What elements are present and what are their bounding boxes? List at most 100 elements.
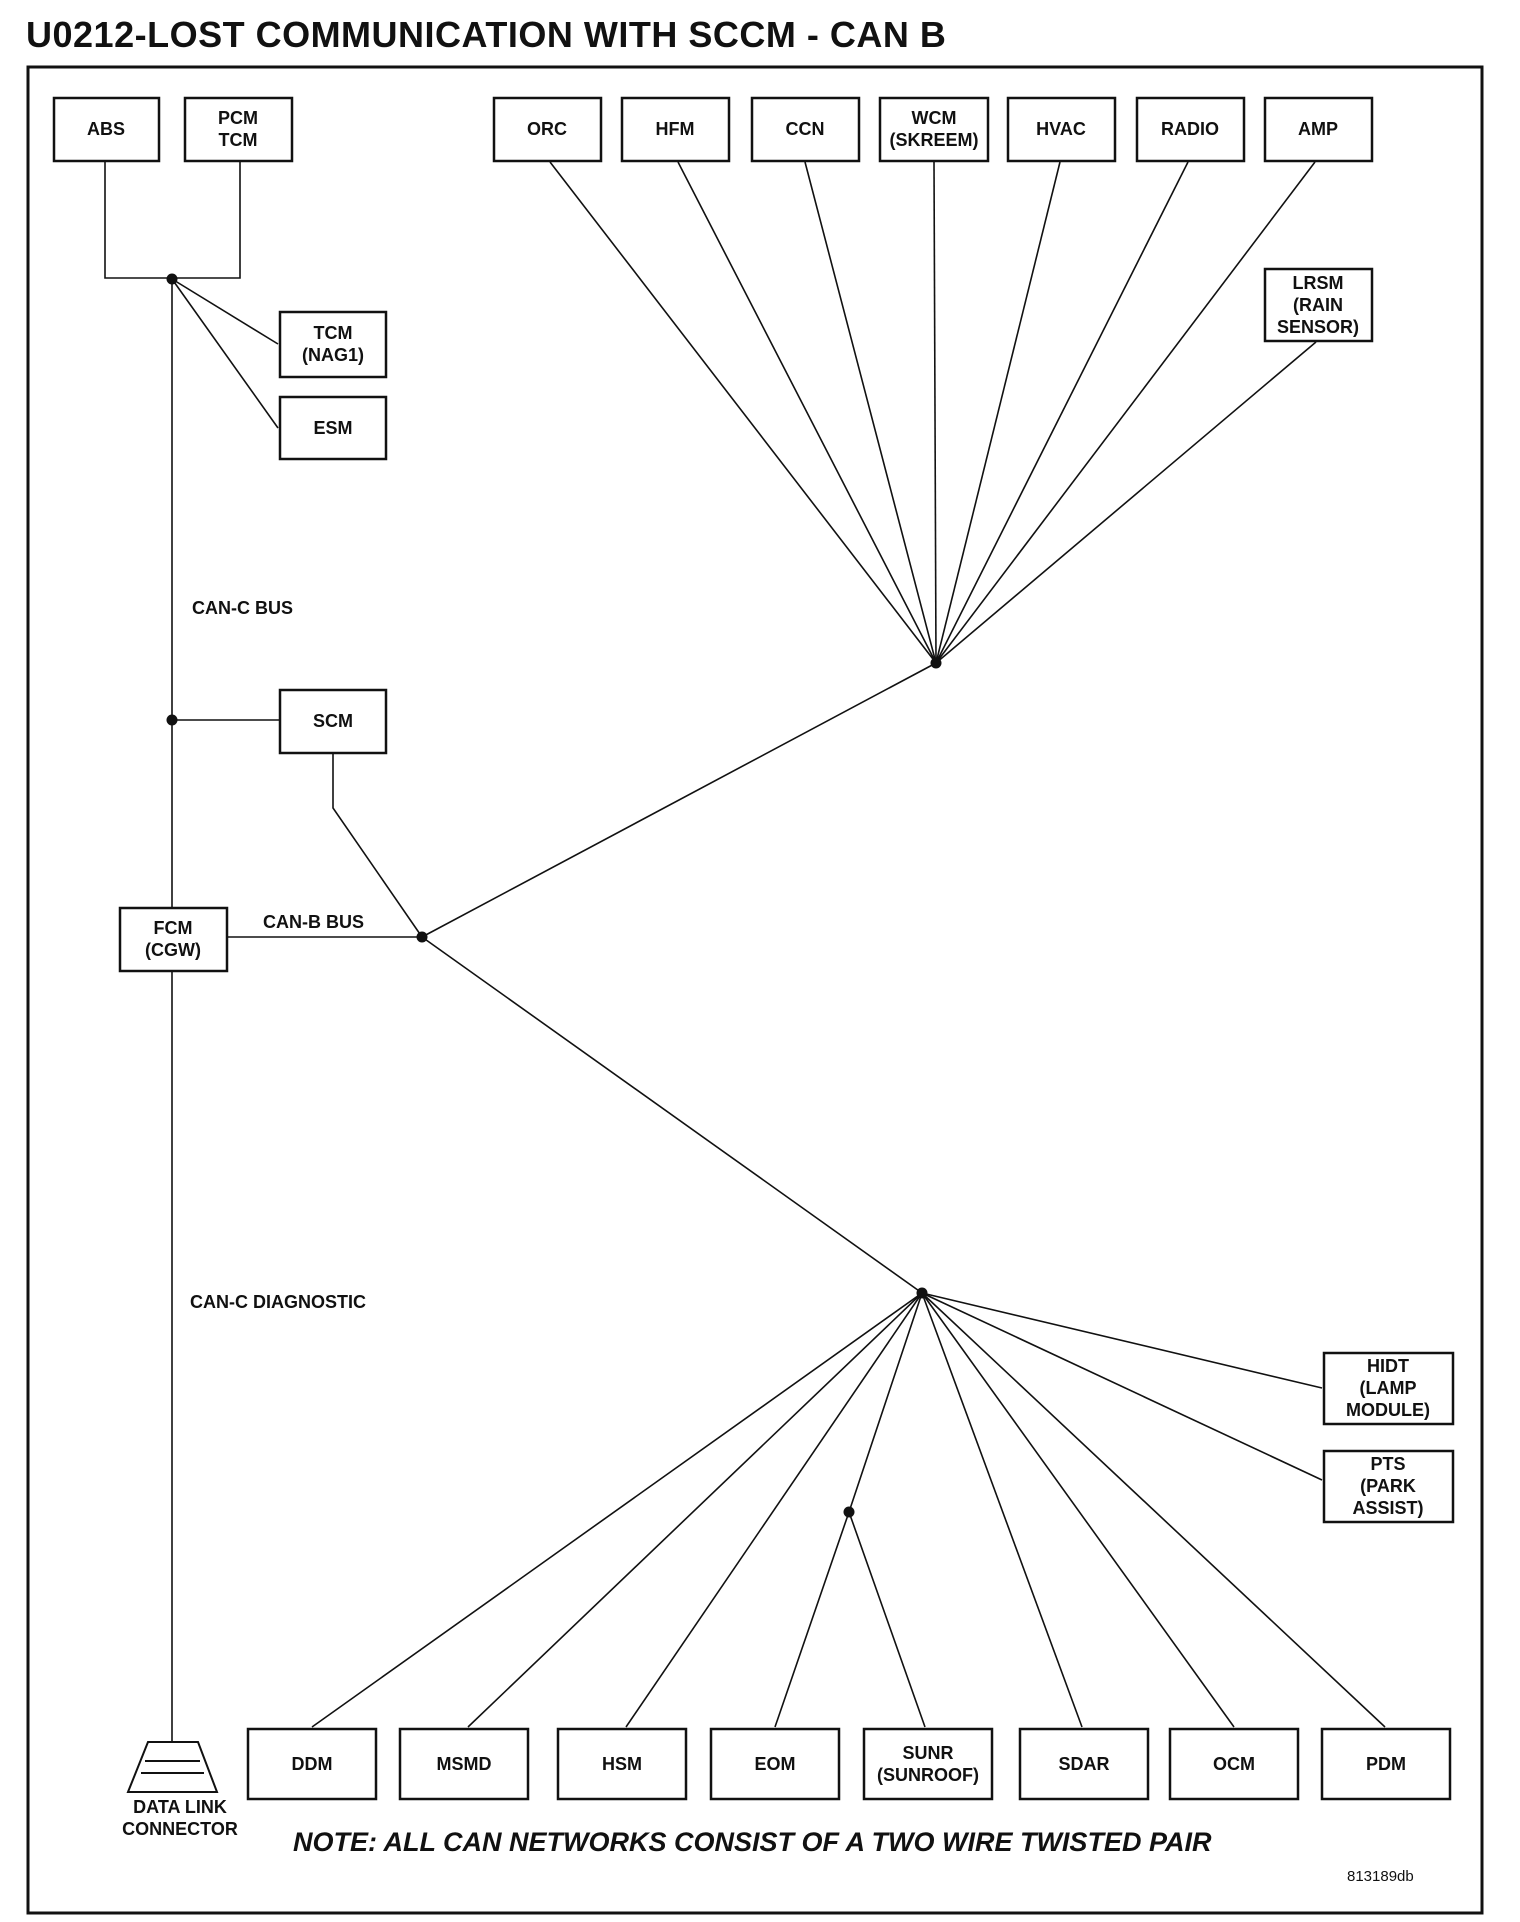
svg-text:CCN: CCN	[786, 119, 825, 139]
module-label-line: (SUNROOF)	[877, 1765, 979, 1785]
module-tcm-nag1: TCM(NAG1)	[278, 310, 388, 379]
svg-text:PDM: PDM	[1366, 1754, 1406, 1774]
module-label-line: (PARK	[1360, 1476, 1416, 1496]
twisted-pair-note: NOTE: ALL CAN NETWORKS CONSIST OF A TWO …	[293, 1827, 1212, 1857]
svg-text:AMP: AMP	[1298, 119, 1338, 139]
data-link-connector-icon	[126, 1741, 219, 1793]
diagram-title: U0212-LOST COMMUNICATION WITH SCCM - CAN…	[26, 14, 947, 55]
module-sdar: SDAR	[1018, 1727, 1150, 1801]
module-label-line: ABS	[87, 119, 125, 139]
svg-text:HSM: HSM	[602, 1754, 642, 1774]
svg-text:ESM: ESM	[313, 418, 352, 438]
can-b-bus-label: CAN-B BUS	[263, 912, 364, 932]
module-label-line: TCM	[219, 130, 258, 150]
module-msmd: MSMD	[398, 1727, 530, 1801]
module-label-line: DDM	[292, 1754, 333, 1774]
module-fcm: FCM(CGW)	[118, 906, 229, 973]
module-label-line: SCM	[313, 711, 353, 731]
svg-text:MSMD: MSMD	[437, 1754, 492, 1774]
module-label-line: PDM	[1366, 1754, 1406, 1774]
module-sunr: SUNR(SUNROOF)	[862, 1727, 994, 1801]
svg-text:SUNR(SUNROOF): SUNR(SUNROOF)	[877, 1743, 979, 1785]
svg-text:WCM(SKREEM): WCM(SKREEM)	[890, 108, 979, 150]
module-label-line: HVAC	[1036, 119, 1086, 139]
figure-reference: 813189db	[1347, 1868, 1414, 1885]
splice-node-sunroof	[843, 1506, 855, 1518]
module-label-line: MSMD	[437, 1754, 492, 1774]
svg-text:RADIO: RADIO	[1161, 119, 1219, 139]
module-hsm: HSM	[556, 1727, 688, 1801]
splice-node-can-c-top	[166, 273, 178, 285]
svg-text:OCM: OCM	[1213, 1754, 1255, 1774]
module-label-line: ESM	[313, 418, 352, 438]
module-label-line: ASSIST)	[1352, 1498, 1423, 1518]
module-label-line: HIDT	[1367, 1356, 1409, 1376]
module-label-line: (CGW)	[145, 940, 201, 960]
splice-node-lower-fan	[916, 1287, 928, 1299]
diagram-frame	[26, 65, 1484, 1915]
module-hfm: HFM	[620, 96, 731, 163]
module-label-line: SENSOR)	[1277, 317, 1359, 337]
module-orc: ORC	[492, 96, 603, 163]
can-c-wiring	[104, 162, 280, 1742]
module-label-line: WCM	[912, 108, 957, 128]
svg-text:HFM: HFM	[656, 119, 695, 139]
module-label-line: OCM	[1213, 1754, 1255, 1774]
svg-text:DDM: DDM	[292, 1754, 333, 1774]
module-label-line: (NAG1)	[302, 345, 364, 365]
module-label-line: HSM	[602, 1754, 642, 1774]
module-pdm: PDM	[1320, 1727, 1452, 1801]
svg-text:HVAC: HVAC	[1036, 119, 1086, 139]
can-c-diagnostic-label: CAN-C DIAGNOSTIC	[190, 1292, 366, 1312]
module-hvac: HVAC	[1006, 96, 1117, 163]
module-label-line: SUNR	[902, 1743, 953, 1763]
module-label-line: (SKREEM)	[890, 130, 979, 150]
module-label-line: CONNECTOR	[122, 1819, 238, 1839]
module-label-line: RADIO	[1161, 119, 1219, 139]
module-amp: AMP	[1263, 96, 1374, 163]
module-label-line: (LAMP	[1360, 1378, 1417, 1398]
svg-text:FCM(CGW): FCM(CGW)	[145, 918, 201, 960]
svg-text:EOM: EOM	[754, 1754, 795, 1774]
module-scm: SCM	[278, 688, 388, 755]
splice-node-can-b	[416, 931, 428, 943]
module-esm: ESM	[278, 395, 388, 461]
module-label-line: PTS	[1370, 1454, 1405, 1474]
svg-text:TCM(NAG1): TCM(NAG1)	[302, 323, 364, 365]
svg-text:SCM: SCM	[313, 711, 353, 731]
module-label-line: AMP	[1298, 119, 1338, 139]
module-radio: RADIO	[1135, 96, 1246, 163]
module-ocm: OCM	[1168, 1727, 1300, 1801]
module-label-line: PCM	[218, 108, 258, 128]
module-eom: EOM	[709, 1727, 841, 1801]
module-wcm: WCM(SKREEM)	[878, 96, 990, 163]
module-label-line: SDAR	[1058, 1754, 1109, 1774]
module-label-line: CCN	[786, 119, 825, 139]
module-abs: ABS	[52, 96, 161, 163]
module-label-line: FCM	[154, 918, 193, 938]
can-c-bus-label: CAN-C BUS	[192, 598, 293, 618]
module-label-line: HFM	[656, 119, 695, 139]
splice-node-scm	[166, 714, 178, 726]
module-label-line: MODULE)	[1346, 1400, 1430, 1420]
can-b-wiring	[227, 161, 1386, 1728]
module-ccn: CCN	[750, 96, 861, 163]
module-label-line: EOM	[754, 1754, 795, 1774]
svg-text:ORC: ORC	[527, 119, 567, 139]
svg-text:SDAR: SDAR	[1058, 1754, 1109, 1774]
module-label-line: DATA LINK	[133, 1797, 227, 1817]
module-label-line: TCM	[314, 323, 353, 343]
module-label-line: ORC	[527, 119, 567, 139]
svg-text:ABS: ABS	[87, 119, 125, 139]
module-label-line: LRSM	[1293, 273, 1344, 293]
